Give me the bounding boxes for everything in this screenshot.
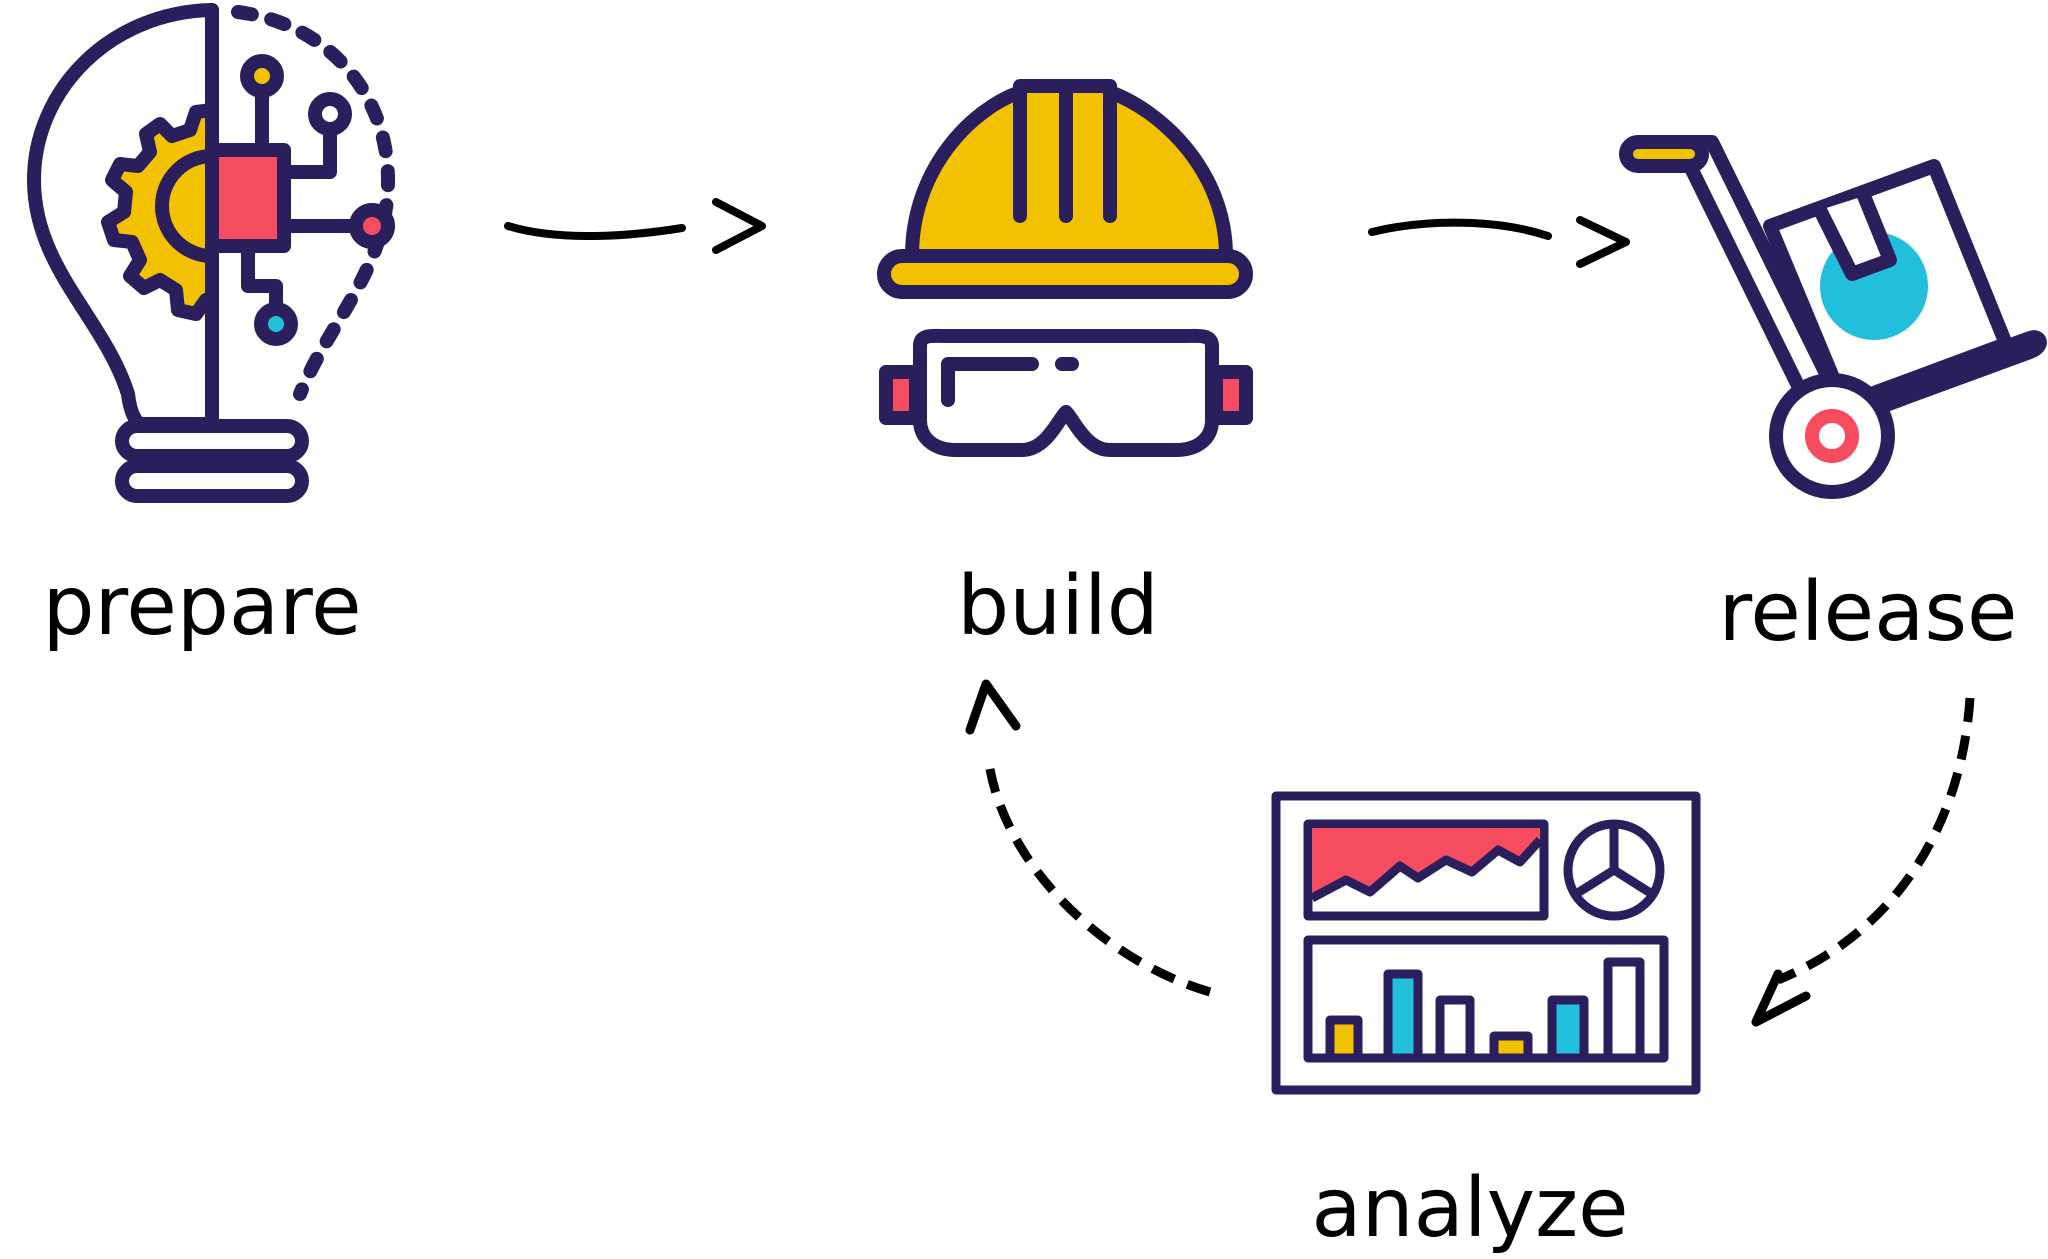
arrow-build-to-release bbox=[1368, 216, 1630, 268]
step-label-build: build bbox=[957, 559, 1159, 654]
arrow-release-to-analyze bbox=[1751, 697, 1975, 1027]
step-label-release: release bbox=[1718, 565, 2018, 660]
dashboard-charts-icon bbox=[1271, 791, 1701, 1095]
arrow-analyze-to-build bbox=[965, 679, 1212, 997]
lightbulb-gear-circuit-icon bbox=[27, 3, 395, 503]
step-label-prepare: prepare bbox=[42, 559, 362, 654]
arrow-prepare-to-build bbox=[504, 198, 766, 254]
hardhat-goggles-icon bbox=[877, 79, 1253, 457]
step-label-analyze: analyze bbox=[1311, 1161, 1629, 1256]
hand-truck-box-icon bbox=[1619, 135, 2047, 499]
